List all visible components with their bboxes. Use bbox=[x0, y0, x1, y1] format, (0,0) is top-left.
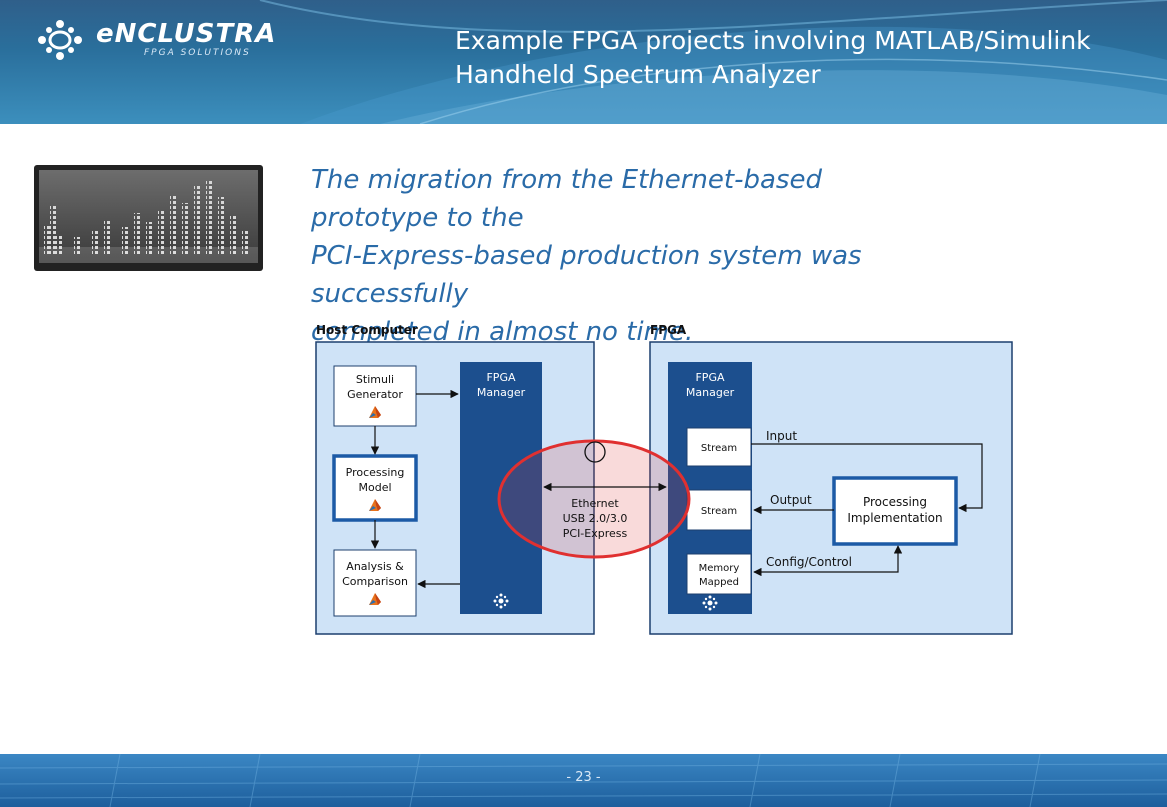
enclustra-logo-icon bbox=[38, 20, 82, 60]
host-computer-label: Host Computer bbox=[316, 323, 418, 337]
title-line-2: Handheld Spectrum Analyzer bbox=[455, 60, 821, 89]
slide-title: Example FPGA projects involving MATLAB/S… bbox=[455, 24, 1155, 92]
analysis-comparison-block bbox=[333, 549, 417, 617]
logo-tagline: FPGA SOLUTIONS bbox=[144, 48, 251, 58]
enclustra-small-icon bbox=[702, 595, 718, 611]
processing-impl-line-2: Implementation bbox=[847, 511, 942, 525]
header-swoosh bbox=[259, 0, 1167, 124]
link-ethernet: Ethernet bbox=[571, 497, 619, 510]
spectrum-display-image bbox=[34, 165, 263, 271]
system-diagram: Host Computer FPGA Stimuli Generator Pro… bbox=[315, 323, 1013, 635]
host-manager-line-1: FPGA bbox=[486, 371, 515, 384]
analysis-line-1: Analysis & bbox=[346, 560, 404, 573]
enclustra-logo: eNCLUSTRA FPGA SOLUTIONS bbox=[36, 18, 276, 62]
arrow-config-control bbox=[753, 545, 903, 577]
input-label: Input bbox=[766, 429, 797, 443]
footer-pattern bbox=[0, 754, 1167, 807]
processing-model-line-1: Processing bbox=[346, 466, 405, 479]
memory-mapped-line-2: Mapped bbox=[699, 577, 739, 588]
processing-model-line-2: Model bbox=[358, 481, 391, 494]
slide-footer: - 23 - bbox=[0, 754, 1167, 807]
stream-output-block bbox=[686, 489, 752, 531]
quote-line-2: PCI-Express-based production system was … bbox=[311, 241, 862, 309]
enclustra-small-icon bbox=[493, 593, 509, 609]
fpga-manager-line-1: FPGA bbox=[695, 371, 724, 384]
processing-impl-line-1: Processing bbox=[863, 495, 927, 509]
stimuli-line-2: Generator bbox=[347, 388, 403, 401]
title-line-1: Example FPGA projects involving MATLAB/S… bbox=[455, 26, 1091, 55]
config-control-label: Config/Control bbox=[766, 555, 852, 569]
stream-input-block bbox=[686, 427, 752, 467]
fpga-manager-line-2: Manager bbox=[686, 386, 735, 399]
slide-header: eNCLUSTRA FPGA SOLUTIONS Example FPGA pr… bbox=[0, 0, 1167, 124]
quote-line-1: The migration from the Ethernet-based pr… bbox=[311, 165, 822, 233]
host-manager-line-2: Manager bbox=[477, 386, 526, 399]
processing-implementation-block bbox=[832, 476, 958, 546]
output-label: Output bbox=[770, 493, 812, 507]
memory-mapped-block bbox=[686, 553, 752, 595]
memory-mapped-line-1: Memory bbox=[699, 563, 740, 574]
link-highlight-ellipse bbox=[497, 439, 691, 559]
stream-input-label: Stream bbox=[701, 443, 737, 454]
link-pci-express: PCI-Express bbox=[563, 527, 628, 540]
logo-wordmark: eNCLUSTRA bbox=[96, 19, 277, 49]
link-usb: USB 2.0/3.0 bbox=[563, 512, 628, 525]
page-number: - 23 - bbox=[566, 770, 601, 785]
arrow-input bbox=[751, 443, 983, 513]
stream-output-label: Stream bbox=[701, 506, 737, 517]
link-node-circle bbox=[584, 441, 606, 463]
stimuli-line-1: Stimuli bbox=[356, 373, 394, 386]
fpga-panel-label: FPGA bbox=[650, 323, 687, 337]
analysis-line-2: Comparison bbox=[342, 575, 408, 588]
